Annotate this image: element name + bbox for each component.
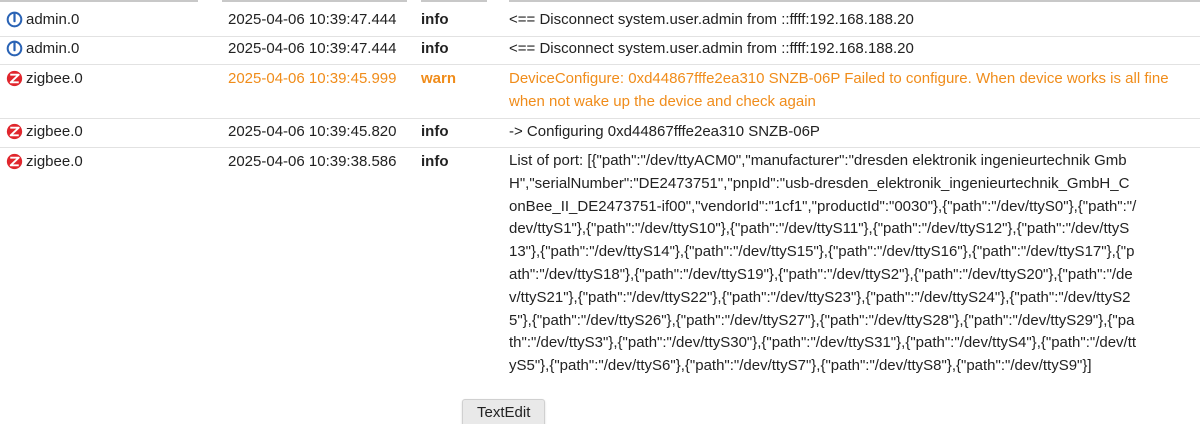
log-severity: info [421, 11, 449, 28]
log-source-label: admin.0 [26, 40, 80, 57]
log-row[interactable]: zigbee.0 2025-04-06 10:39:45.999 warn De… [0, 67, 1200, 119]
log-row[interactable]: zigbee.0 2025-04-06 10:39:38.586 info Li… [0, 150, 1200, 424]
log-message: List of port: [{"path":"/dev/ttyACM0","m… [509, 152, 1137, 375]
log-source-label: admin.0 [26, 11, 80, 28]
log-time: 2025-04-06 10:39:47.444 [228, 11, 397, 28]
log-row[interactable]: admin.0 2025-04-06 10:39:47.444 info <==… [0, 8, 1200, 37]
log-message: DeviceConfigure: 0xd44867fffe2ea310 SNZB… [509, 70, 1169, 110]
log-message: -> Configuring 0xd44867fffe2ea310 SNZB-0… [509, 123, 820, 140]
log-message: <== Disconnect system.user.admin from ::… [509, 11, 914, 28]
log-source: admin.0 [6, 37, 79, 60]
tooltip: TextEdit [462, 399, 546, 424]
log-time: 2025-04-06 10:39:45.999 [228, 70, 397, 87]
zigbee-icon [6, 123, 23, 140]
log-source-label: zigbee.0 [26, 153, 83, 170]
log-row[interactable]: zigbee.0 2025-04-06 10:39:45.820 info ->… [0, 120, 1200, 148]
log-source: zigbee.0 [6, 150, 83, 173]
zigbee-icon [6, 153, 23, 170]
log-source-label: zigbee.0 [26, 123, 83, 140]
table-header-border [0, 0, 1200, 2]
log-time: 2025-04-06 10:39:45.820 [228, 123, 397, 140]
log-severity: warn [421, 70, 457, 87]
log-source: zigbee.0 [6, 120, 83, 143]
log-severity: info [421, 40, 449, 57]
power-icon [6, 11, 23, 28]
zigbee-icon [6, 70, 23, 87]
log-severity: info [421, 123, 449, 140]
log-source: zigbee.0 [6, 67, 83, 90]
log-message: <== Disconnect system.user.admin from ::… [509, 40, 914, 57]
log-source: admin.0 [6, 8, 79, 31]
log-row[interactable]: admin.0 2025-04-06 10:39:47.444 info <==… [0, 37, 1200, 65]
log-severity: info [421, 153, 449, 170]
power-icon [6, 40, 23, 57]
log-time: 2025-04-06 10:39:47.444 [228, 40, 397, 57]
log-time: 2025-04-06 10:39:38.586 [228, 153, 397, 170]
log-source-label: zigbee.0 [26, 70, 83, 87]
